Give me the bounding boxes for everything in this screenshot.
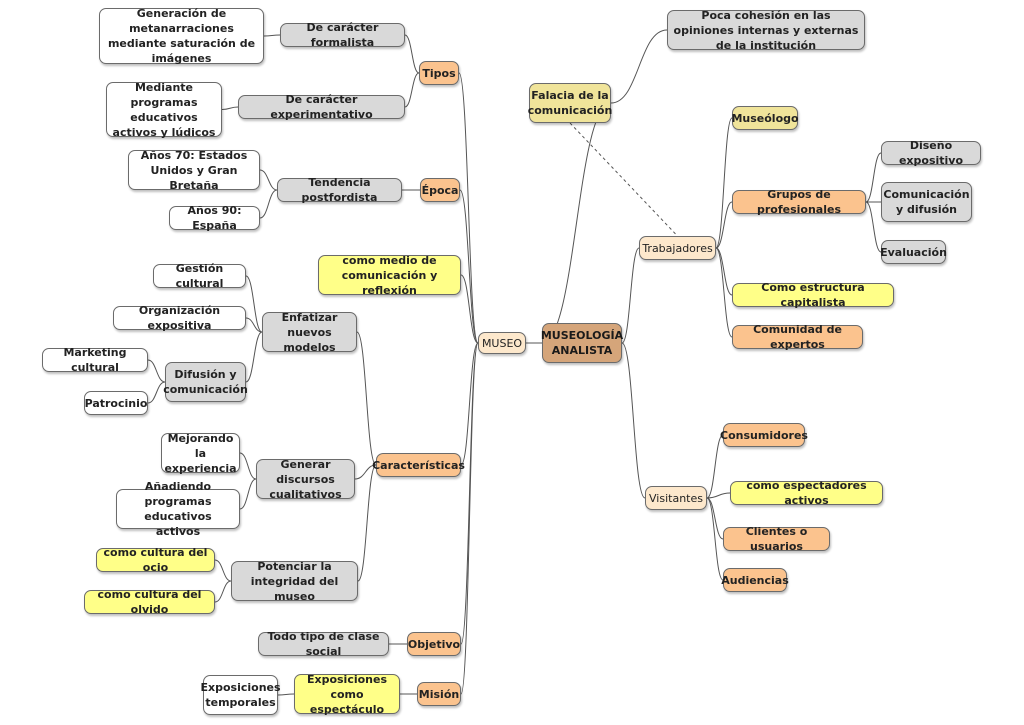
connector-espectaculo-node-temporales-node (277, 693, 295, 696)
difusion-node[interactable]: Difusión y comunicación (163, 362, 248, 402)
espectadores-node[interactable]: como espectadores activos (730, 479, 883, 507)
postfordista-node[interactable]: Tendencia postfordista (277, 176, 402, 204)
gestion-node[interactable]: Gestión cultural (153, 262, 246, 290)
consumidores-node[interactable]: Consumidores (720, 423, 808, 447)
clientes-node[interactable]: Clientes o usuarios (723, 525, 830, 553)
generar-node[interactable]: Generar discursos cualitativos (256, 458, 355, 501)
connector-visitantes-node-clientes-node (706, 497, 724, 540)
connector-caracteristicas-node-potenciar-node (357, 464, 377, 582)
epoca-node[interactable]: Época (420, 178, 460, 202)
connector-difusion-node-patrocinio-node (147, 381, 166, 404)
olvido-node[interactable]: como cultura del olvido (84, 588, 215, 616)
ocio-node[interactable]: como cultura del ocio (96, 546, 215, 574)
connector-visitantes-node-audiencias-node (706, 497, 724, 581)
poca-cohesion-node[interactable]: Poca cohesión en las opiniones internas … (667, 9, 865, 52)
connector-enfatizar-node-difusion-node (245, 331, 263, 383)
connector-visitantes-node-espectadores-node (706, 492, 731, 499)
objetivo-node[interactable]: Objetivo (407, 632, 461, 656)
anos90-node[interactable]: Años 90: España (169, 204, 260, 232)
connector-grupos-node-diseno-node (865, 152, 882, 203)
marketing-node[interactable]: Marketing cultural (42, 346, 148, 374)
connector-trabajadores-node-comunidad-node (715, 247, 733, 338)
generacion-node[interactable]: Generación de metanarraciones mediante s… (99, 7, 264, 65)
comunidad-node[interactable]: Comunidad de expertos (732, 323, 863, 351)
mejorando-node[interactable]: Mejorando la experiencia (161, 432, 240, 475)
connector-museo-node-objetivo-node (460, 342, 479, 645)
connector-tipos-node-experimentativo-node (404, 72, 420, 108)
formalista-node[interactable]: De carácter formalista (280, 21, 405, 49)
connector-museo-node-tipos-node (458, 72, 479, 344)
visitantes-node[interactable]: Visitantes (645, 486, 707, 510)
connector-potenciar-node-olvido-node (214, 580, 232, 603)
connector-museo-node-epoca-node (459, 189, 479, 344)
connector-museo-node-medio-node (460, 274, 479, 344)
connector-caracteristicas-node-enfatizar-node (356, 331, 377, 466)
trabajadores-node[interactable]: Trabajadores (639, 236, 716, 260)
connector-postfordista-node-anos90-node (259, 189, 278, 219)
temporales-node[interactable]: Exposiciones temporales (200, 675, 281, 715)
connector-caracteristicas-node-generar-node (354, 464, 377, 480)
connector-trabajadores-node-museologo-node (715, 117, 733, 249)
clase-social-node[interactable]: Todo tipo de clase social (258, 630, 389, 658)
comunicacion-difusion-node[interactable]: Comunicación y difusión (881, 182, 972, 222)
falacia-node[interactable]: Falacia de la comunicación (528, 83, 612, 123)
connector-root-node-trabajadores-node (621, 247, 640, 344)
connector-falacia-node-poca-cohesion-node (610, 29, 668, 104)
anos70-node[interactable]: Años 70: Estados Unidos y Gran Bretaña (128, 149, 260, 192)
connector-grupos-node-evaluacion-node (865, 201, 882, 253)
connector-experimentativo-node-programas-ludicos-node (221, 106, 239, 110)
connector-formalista-node-generacion-node (263, 34, 281, 37)
connector-generar-node-anadiendo-node (239, 478, 257, 510)
connector-root-node-visitantes-node (621, 342, 646, 499)
connector-postfordista-node-anos70-node (259, 169, 278, 191)
connector-potenciar-node-ocio-node (214, 559, 232, 582)
connector-generar-node-mejorando-node (239, 452, 257, 480)
mision-node[interactable]: Misión (417, 682, 461, 706)
grupos-node[interactable]: Grupos de profesionales (732, 188, 866, 216)
experimentativo-node[interactable]: De carácter experimentativo (238, 93, 405, 121)
evaluacion-node[interactable]: Evaluación (880, 240, 947, 264)
caracteristicas-node[interactable]: Características (372, 453, 465, 477)
connector-museo-node-mision-node (460, 342, 479, 695)
diseno-node[interactable]: Diseño expositivo (881, 139, 981, 167)
espectaculo-node[interactable]: Exposiciones como espectáculo (294, 673, 400, 716)
enfatizar-node[interactable]: Enfatizar nuevos modelos (262, 311, 357, 354)
anadiendo-node[interactable]: Añadiendo programas educativos activos (116, 480, 240, 538)
connector-tipos-node-formalista-node (404, 34, 420, 74)
museo-node[interactable]: MUSEO (478, 332, 526, 354)
tipos-node[interactable]: Tipos (419, 61, 459, 85)
museologo-node[interactable]: Museólogo (731, 106, 799, 130)
estructura-node[interactable]: Como estructura capitalista (732, 281, 894, 309)
organizacion-node[interactable]: Organización expositiva (113, 304, 246, 332)
audiencias-node[interactable]: Audiencias (721, 568, 789, 592)
connector-enfatizar-node-organizacion-node (245, 317, 263, 333)
connector-trabajadores-node-grupos-node (715, 201, 733, 249)
connector-root-node-falacia-node (541, 102, 612, 344)
medio-node[interactable]: como medio de comunicación y reflexión (318, 254, 461, 297)
connector-museo-node-caracteristicas-node (460, 342, 479, 466)
root-node[interactable]: MUSEOLOGÍA ANALISTA (541, 323, 623, 363)
connector-enfatizar-node-gestion-node (245, 275, 263, 333)
programas-ludicos-node[interactable]: Mediante programas educativos activos y … (106, 81, 222, 139)
connector-difusion-node-marketing-node (147, 359, 166, 383)
patrocinio-node[interactable]: Patrocinio (84, 391, 148, 415)
connector-falacia-node-trabajadores-node (569, 122, 678, 237)
potenciar-node[interactable]: Potenciar la integridad del museo (231, 560, 358, 603)
connector-visitantes-node-consumidores-node (706, 434, 724, 499)
